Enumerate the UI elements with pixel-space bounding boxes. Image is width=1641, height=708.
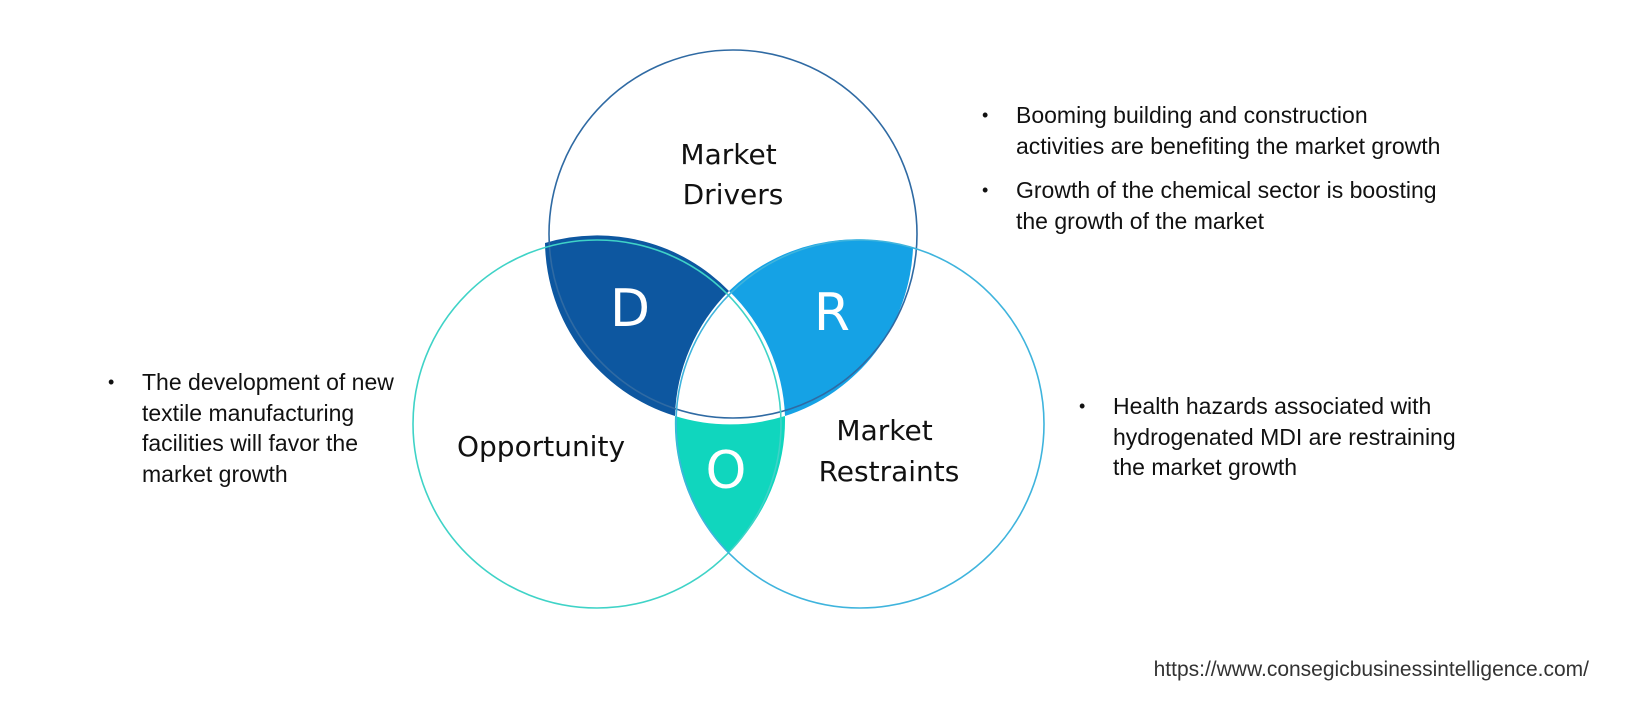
letter-d: D — [610, 279, 650, 339]
drivers-bullet: Growth of the chemical sector is boostin… — [982, 175, 1452, 236]
opportunity-bullet: The development of new textile manufactu… — [108, 367, 398, 489]
drivers-opportunity-overlap — [545, 235, 729, 416]
market-restraints-title: Market Restraints — [819, 414, 960, 488]
opportunity-title: Opportunity — [457, 430, 625, 463]
letter-r: R — [814, 283, 850, 343]
drivers-bullet-list: Booming building and construction activi… — [982, 100, 1452, 250]
market-drivers-title: Market Drivers — [680, 138, 785, 211]
drivers-restraints-overlap — [729, 239, 913, 416]
market-restraints-circle — [675, 239, 1045, 609]
opportunity-circle — [412, 239, 782, 609]
drivers-bullet: Booming building and construction activi… — [982, 100, 1452, 161]
letter-o: O — [706, 441, 747, 501]
source-url: https://www.consegicbusinessintelligence… — [1153, 658, 1589, 681]
market-drivers-circle — [548, 49, 918, 419]
opportunity-bullet-list: The development of new textile manufactu… — [108, 367, 398, 503]
restraints-bullet-list: Health hazards associated with hydrogena… — [1079, 391, 1459, 497]
restraints-bullet: Health hazards associated with hydrogena… — [1079, 391, 1459, 483]
